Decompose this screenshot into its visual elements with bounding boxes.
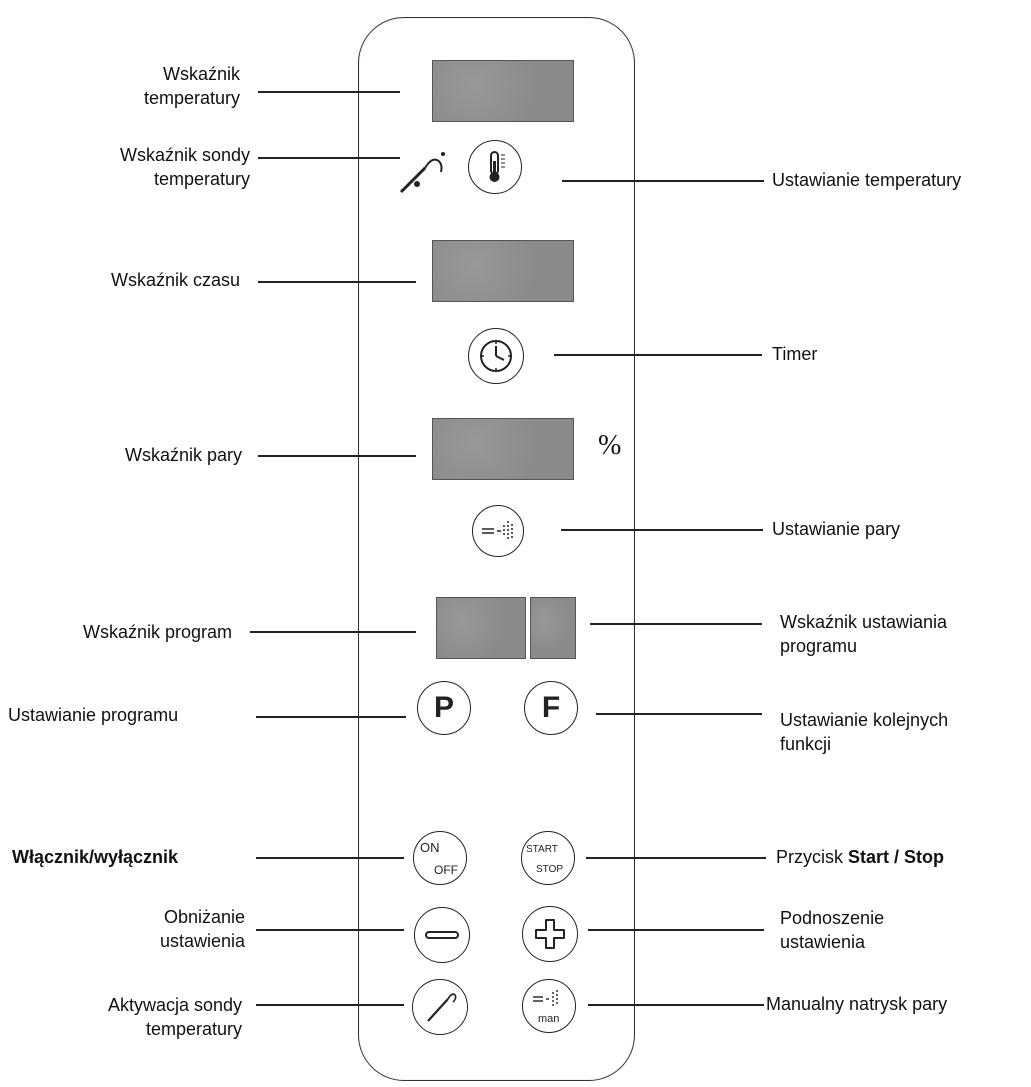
label-start-stop-prefix: Przycisk bbox=[776, 847, 848, 867]
label-onoff: Włącznik/wyłącznik bbox=[12, 845, 178, 869]
temperature-display bbox=[432, 60, 574, 122]
function-button[interactable]: F bbox=[524, 681, 578, 735]
clock-icon bbox=[480, 340, 512, 372]
label-program-display: Wskaźnik program bbox=[10, 620, 232, 644]
label-program-set: Ustawianie programu bbox=[8, 703, 178, 727]
label-time-display-text: Wskaźnik czasu bbox=[110, 270, 240, 290]
label-onoff-text: Włącznik/wyłącznik bbox=[12, 847, 179, 867]
label-manual-steam: Manualny natrysk pary bbox=[766, 992, 947, 1016]
probe-icon bbox=[427, 993, 457, 1022]
temperature-set-button[interactable] bbox=[468, 140, 522, 194]
label-steam-set-text: Ustawianie pary bbox=[772, 519, 901, 539]
label-probe-indicator-text: Wskaźnik sondy temperatury bbox=[119, 145, 250, 189]
label-time-display: Wskaźnik czasu bbox=[20, 268, 240, 292]
program-display bbox=[436, 597, 526, 659]
line-decrease bbox=[256, 929, 404, 931]
program-button-label: P bbox=[433, 691, 454, 724]
start-stop-button[interactable]: START STOP bbox=[521, 831, 575, 885]
label-decrease-text: Obniżanie ustawienia bbox=[159, 907, 245, 951]
label-decrease: Obniżanie ustawienia bbox=[40, 905, 245, 953]
steam-icon bbox=[482, 521, 513, 541]
line-steam-set bbox=[561, 529, 763, 531]
label-steam-display: Wskaźnik pary bbox=[20, 443, 242, 467]
line-steam-display bbox=[258, 455, 416, 457]
label-steam-display-text: Wskaźnik pary bbox=[124, 445, 242, 465]
label-temp-display: Wskaźnik temperatury bbox=[70, 62, 240, 110]
label-start-stop-bold: Start / Stop bbox=[848, 847, 945, 867]
steam-set-button[interactable] bbox=[472, 505, 524, 557]
program-button[interactable]: P bbox=[417, 681, 471, 735]
line-manual-steam bbox=[588, 1004, 764, 1006]
timer-button[interactable] bbox=[468, 328, 524, 384]
line-program-set bbox=[256, 716, 406, 718]
line-program-display bbox=[250, 631, 416, 633]
line-timer bbox=[554, 354, 762, 356]
start-label: START bbox=[526, 844, 558, 855]
decrease-button[interactable] bbox=[414, 907, 470, 963]
steam-display bbox=[432, 418, 574, 480]
increase-button[interactable] bbox=[522, 906, 578, 962]
time-display bbox=[432, 240, 574, 302]
label-program-step-display: Wskaźnik ustawiania programu bbox=[780, 610, 947, 658]
probe-indicator-icon bbox=[399, 152, 445, 194]
label-steam-set: Ustawianie pary bbox=[772, 517, 900, 541]
label-increase: Podnoszenie ustawienia bbox=[780, 906, 884, 954]
label-program-set-text: Ustawianie programu bbox=[8, 705, 179, 725]
stop-label: STOP bbox=[536, 864, 564, 875]
line-probe-indicator bbox=[258, 157, 400, 159]
label-probe-indicator: Wskaźnik sondy temperatury bbox=[40, 143, 250, 191]
line-temp-display bbox=[258, 91, 400, 93]
control-panel bbox=[358, 17, 635, 1081]
off-label: OFF bbox=[434, 863, 458, 877]
label-temp-display-text: Wskaźnik temperatury bbox=[143, 64, 240, 108]
line-time-display bbox=[258, 281, 416, 283]
line-next-function bbox=[596, 713, 762, 715]
label-start-stop: Przycisk Start / Stop bbox=[776, 845, 944, 869]
label-program-step-display-text: Wskaźnik ustawiania programu bbox=[780, 612, 948, 656]
label-timer: Timer bbox=[772, 342, 817, 366]
on-label: ON bbox=[420, 840, 440, 855]
probe-activate-button[interactable] bbox=[412, 979, 468, 1035]
label-probe-activate: Aktywacja sondy temperatury bbox=[30, 993, 242, 1041]
plus-icon bbox=[535, 919, 565, 949]
manual-steam-button[interactable]: man bbox=[522, 979, 576, 1033]
function-button-label: F bbox=[541, 691, 561, 724]
thermometer-icon bbox=[489, 151, 505, 182]
label-timer-text: Timer bbox=[772, 344, 818, 364]
line-temp-set bbox=[562, 180, 764, 182]
percent-sign: % bbox=[598, 430, 622, 461]
program-step-display bbox=[530, 597, 576, 659]
man-label: man bbox=[538, 1013, 560, 1025]
label-temp-set: Ustawianie temperatury bbox=[772, 168, 961, 192]
label-program-display-text: Wskaźnik program bbox=[82, 622, 232, 642]
label-temp-set-text: Ustawianie temperatury bbox=[772, 170, 962, 190]
line-program-step-display bbox=[590, 623, 762, 625]
minus-icon bbox=[425, 931, 459, 939]
label-manual-steam-text: Manualny natrysk pary bbox=[766, 994, 948, 1014]
line-onoff bbox=[256, 857, 404, 859]
line-start-stop bbox=[586, 857, 766, 859]
manual-steam-icon bbox=[533, 990, 558, 1006]
label-probe-activate-text: Aktywacja sondy temperatury bbox=[107, 995, 242, 1039]
label-next-function: Ustawianie kolejnych funkcji bbox=[780, 708, 948, 756]
line-increase bbox=[588, 929, 764, 931]
label-increase-text: Podnoszenie ustawienia bbox=[780, 908, 885, 952]
on-off-button[interactable]: ON OFF bbox=[413, 831, 467, 885]
label-next-function-text: Ustawianie kolejnych funkcji bbox=[780, 710, 949, 754]
line-probe-activate bbox=[256, 1004, 404, 1006]
